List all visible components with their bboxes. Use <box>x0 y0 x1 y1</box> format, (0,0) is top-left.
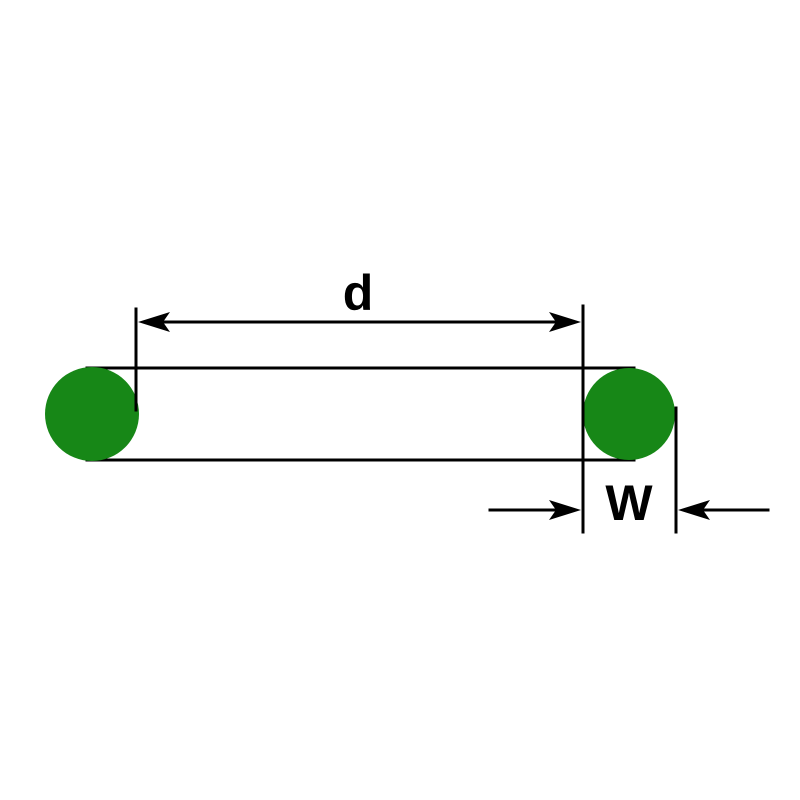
o-ring-cross-section-right <box>583 368 675 460</box>
width-arrowhead-right <box>678 500 710 520</box>
diameter-label: d <box>343 265 374 321</box>
diameter-arrowhead-left <box>138 312 170 332</box>
diameter-dimension-arrow <box>138 312 581 332</box>
diameter-arrowhead-right <box>549 312 581 332</box>
o-ring-cross-section-left <box>45 367 139 461</box>
width-label: W <box>605 475 653 531</box>
width-arrowhead-left <box>549 500 581 520</box>
width-dimension-arrows <box>488 500 770 520</box>
